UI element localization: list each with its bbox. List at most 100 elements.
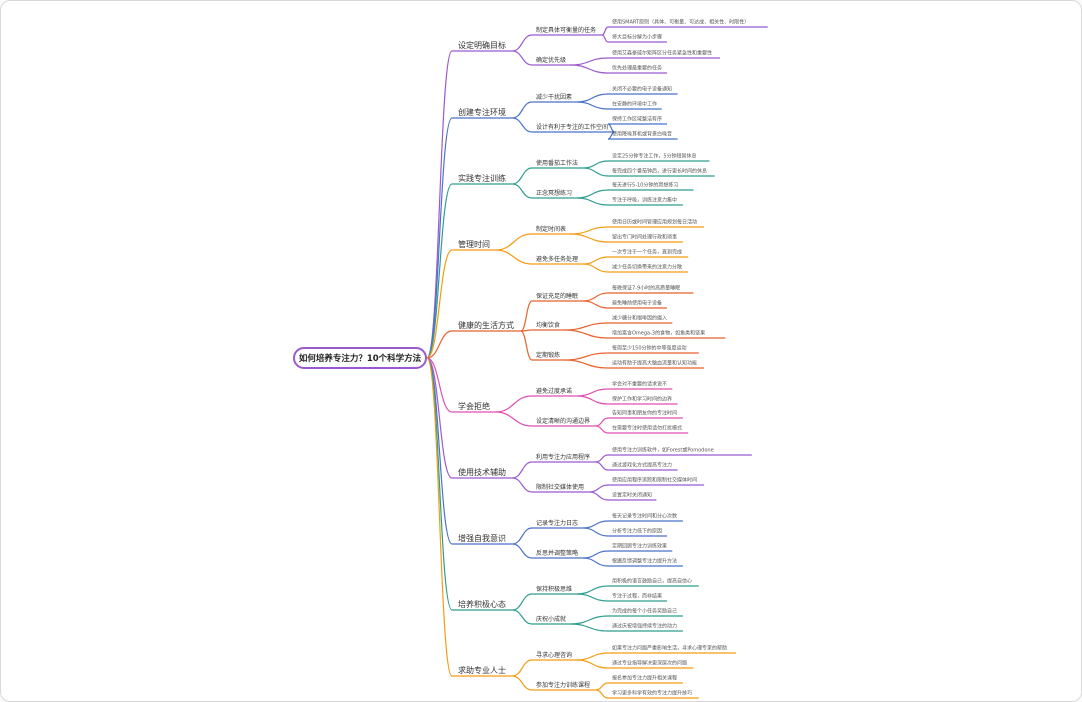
leaf-node[interactable]: 设置定时关闭通知 [612, 492, 653, 499]
leaf-node[interactable]: 优先处理最重要的任务 [612, 65, 663, 72]
leaf-node[interactable]: 避免睡前使用电子设备 [612, 300, 663, 307]
leaf-connector [583, 263, 609, 273]
leaf-node[interactable]: 在需要专注时使用请勿打扰模式 [612, 425, 683, 432]
leaf-node[interactable]: 使用应用程序追踪和限制社交媒体时间 [612, 477, 698, 484]
leaf-node[interactable]: 学习更多科学有效的专注力提升技巧 [612, 690, 693, 697]
leaf-connector [576, 659, 609, 669]
leaf-connector [564, 322, 609, 331]
subtopic-node[interactable]: 设定清晰的沟通边界 [536, 418, 591, 425]
leaf-node[interactable]: 使用艾森豪威尔矩阵区分任务紧急性和重要性 [612, 50, 713, 57]
leaf-node[interactable]: 每天记录专注时间和分心次数 [612, 513, 678, 520]
leaf-node[interactable]: 每完成四个番茄钟后，进行更长时间的休息 [612, 168, 708, 175]
leaf-connector [595, 461, 609, 471]
leaf-connector [583, 160, 609, 169]
leaf-node[interactable]: 专注于过程，而非结果 [612, 593, 663, 600]
leaf-node[interactable]: 通过庆祝增强持续专注的动力 [612, 623, 678, 630]
subtopic-node[interactable]: 制定时间表 [536, 226, 567, 233]
leaf-node[interactable]: 使用降噪耳机或背景白噪音 [612, 131, 673, 138]
leaf-node[interactable]: 为完成的每个小任务奖励自己 [612, 608, 678, 615]
leaf-node[interactable]: 用积极的语言鼓励自己，提高自信心 [612, 578, 693, 585]
leaf-connector [576, 388, 609, 397]
branch-node[interactable]: 健康的生活方式 [458, 321, 514, 330]
leaf-node[interactable]: 运动有助于提高大脑血流量和认知功能 [612, 360, 698, 367]
branch-node[interactable]: 管理时间 [458, 240, 490, 249]
branch-node[interactable]: 培养积极心态 [458, 600, 506, 609]
leaf-node[interactable]: 通过游戏化方式提高专注力 [612, 462, 673, 469]
subtopic-node[interactable]: 寻求心理咨询 [536, 652, 573, 659]
branch-node[interactable]: 学会拒绝 [458, 402, 490, 411]
leaf-node[interactable]: 每周至少150分钟的中等强度运动 [612, 345, 687, 352]
subtopic-node[interactable]: 制定具体可衡量的任务 [536, 27, 597, 34]
subtopic-node[interactable]: 参加专注力训练课程 [536, 682, 591, 689]
leaf-connector [576, 593, 609, 602]
leaf-node[interactable]: 关闭不必要的电子设备通知 [612, 86, 673, 93]
leaf-node[interactable]: 在安静的环境中工作 [612, 101, 658, 108]
subtopic-connector [495, 249, 533, 265]
leaf-connector [583, 256, 609, 265]
leaf-node[interactable]: 告知同事和朋友你的专注时间 [612, 410, 678, 417]
branch-node[interactable]: 创建专注环境 [458, 108, 506, 117]
leaf-connector [589, 491, 609, 501]
leaf-node[interactable]: 定期回顾专注力训练效果 [612, 543, 668, 550]
leaf-connector [570, 615, 609, 625]
leaf-node[interactable]: 使用日历或时间管理应用规划每日活动 [612, 219, 698, 226]
leaf-node[interactable]: 将大目标分解为小步骤 [612, 34, 663, 41]
leaf-node[interactable]: 设定25分钟专注工作，5分钟短暂休息 [612, 153, 697, 160]
subtopic-node[interactable]: 庆祝小成就 [536, 616, 567, 623]
leaf-node[interactable]: 每天进行5-10分钟的冥想练习 [612, 182, 679, 189]
leaf-node[interactable]: 保护工作和学习时间的边界 [612, 396, 673, 403]
leaf-node[interactable]: 专注于呼吸，训练注意力集中 [612, 197, 678, 204]
subtopic-node[interactable]: 设计有利于专注的工作空间 [536, 124, 609, 131]
branch-node[interactable]: 实践专注训练 [458, 174, 506, 183]
subtopic-node[interactable]: 正念冥想练习 [536, 190, 573, 197]
leaf-node[interactable]: 减少糖分和咖啡因的摄入 [612, 315, 668, 322]
leaf-connector [576, 101, 609, 110]
leaf-node[interactable]: 使用专注力训练软件，如Forest或Pomodone [612, 447, 714, 454]
leaf-connector [576, 197, 609, 206]
branch-node[interactable]: 使用技术辅助 [458, 468, 506, 477]
subtopic-node[interactable]: 反思并调整策略 [536, 550, 579, 557]
leaf-connector [583, 300, 609, 309]
root-title: 如何培养专注力？10个科学方法 [298, 354, 422, 364]
leaf-node[interactable]: 一次专注于一个任务，直到完成 [612, 249, 683, 256]
subtopic-node[interactable]: 利用专注力应用程序 [536, 454, 591, 461]
leaf-node[interactable]: 根据反馈调整专注力提升方法 [612, 558, 678, 565]
subtopic-node[interactable]: 使用番茄工作法 [536, 160, 579, 167]
branch-connector [426, 330, 453, 359]
branch-node[interactable]: 增强自我意识 [458, 534, 506, 543]
leaf-connector [564, 359, 609, 369]
subtopic-node[interactable]: 避免多任务处理 [536, 256, 579, 263]
leaf-connector [589, 484, 609, 493]
subtopic-node[interactable]: 限制社交媒体使用 [536, 484, 585, 491]
subtopic-node[interactable]: 定期锻炼 [536, 352, 561, 359]
subtopic-node[interactable]: 记录专注力日志 [536, 520, 579, 527]
subtopic-connector [512, 543, 533, 559]
leaf-node[interactable]: 学会对不重要的请求说不 [612, 381, 668, 388]
root-node[interactable]: 如何培养专注力？10个科学方法 [293, 347, 427, 369]
leaf-node[interactable]: 报名参加专注力提升相关课程 [612, 675, 678, 682]
leaf-node[interactable]: 分析专注力低下的原因 [612, 528, 663, 535]
subtopic-node[interactable]: 避免过度承诺 [536, 388, 573, 395]
branch-connector [426, 357, 453, 413]
branch-node[interactable]: 求助专业人士 [458, 666, 506, 675]
leaf-node[interactable]: 每晚保证7-9小时的高质量睡眠 [612, 285, 681, 292]
leaf-node[interactable]: 保持工作区域整洁有序 [612, 116, 663, 123]
subtopic-connector [512, 117, 533, 133]
subtopic-connector [512, 461, 533, 479]
leaf-connector [583, 292, 609, 302]
subtopic-node[interactable]: 保持积极思维 [536, 586, 573, 593]
branch-connector [426, 249, 453, 359]
leaf-node[interactable]: 如果专注力问题严重影响生活，寻求心理专家的帮助 [612, 645, 728, 652]
branch-node[interactable]: 设定明确目标 [458, 41, 506, 50]
leaf-node[interactable]: 增加富含Omega-3的食物，如鱼类和坚果 [612, 330, 706, 337]
subtopic-node[interactable]: 均衡饮食 [536, 322, 561, 329]
leaf-node[interactable]: 通过专业指导解决更深层次的问题 [612, 660, 688, 667]
leaf-node[interactable]: 留出专门时间处理行政和琐事 [612, 234, 678, 241]
subtopic-node[interactable]: 确定优先级 [536, 57, 567, 64]
leaf-connector [570, 57, 609, 66]
leaf-node[interactable]: 减少任务切换带来的注意力分散 [612, 264, 683, 271]
subtopic-node[interactable]: 保证充足的睡眠 [536, 293, 579, 300]
subtopic-node[interactable]: 减少干扰因素 [536, 94, 573, 101]
leaf-node[interactable]: 使用SMART原则（具体、可衡量、可达成、相关性、时限性） [612, 19, 750, 26]
